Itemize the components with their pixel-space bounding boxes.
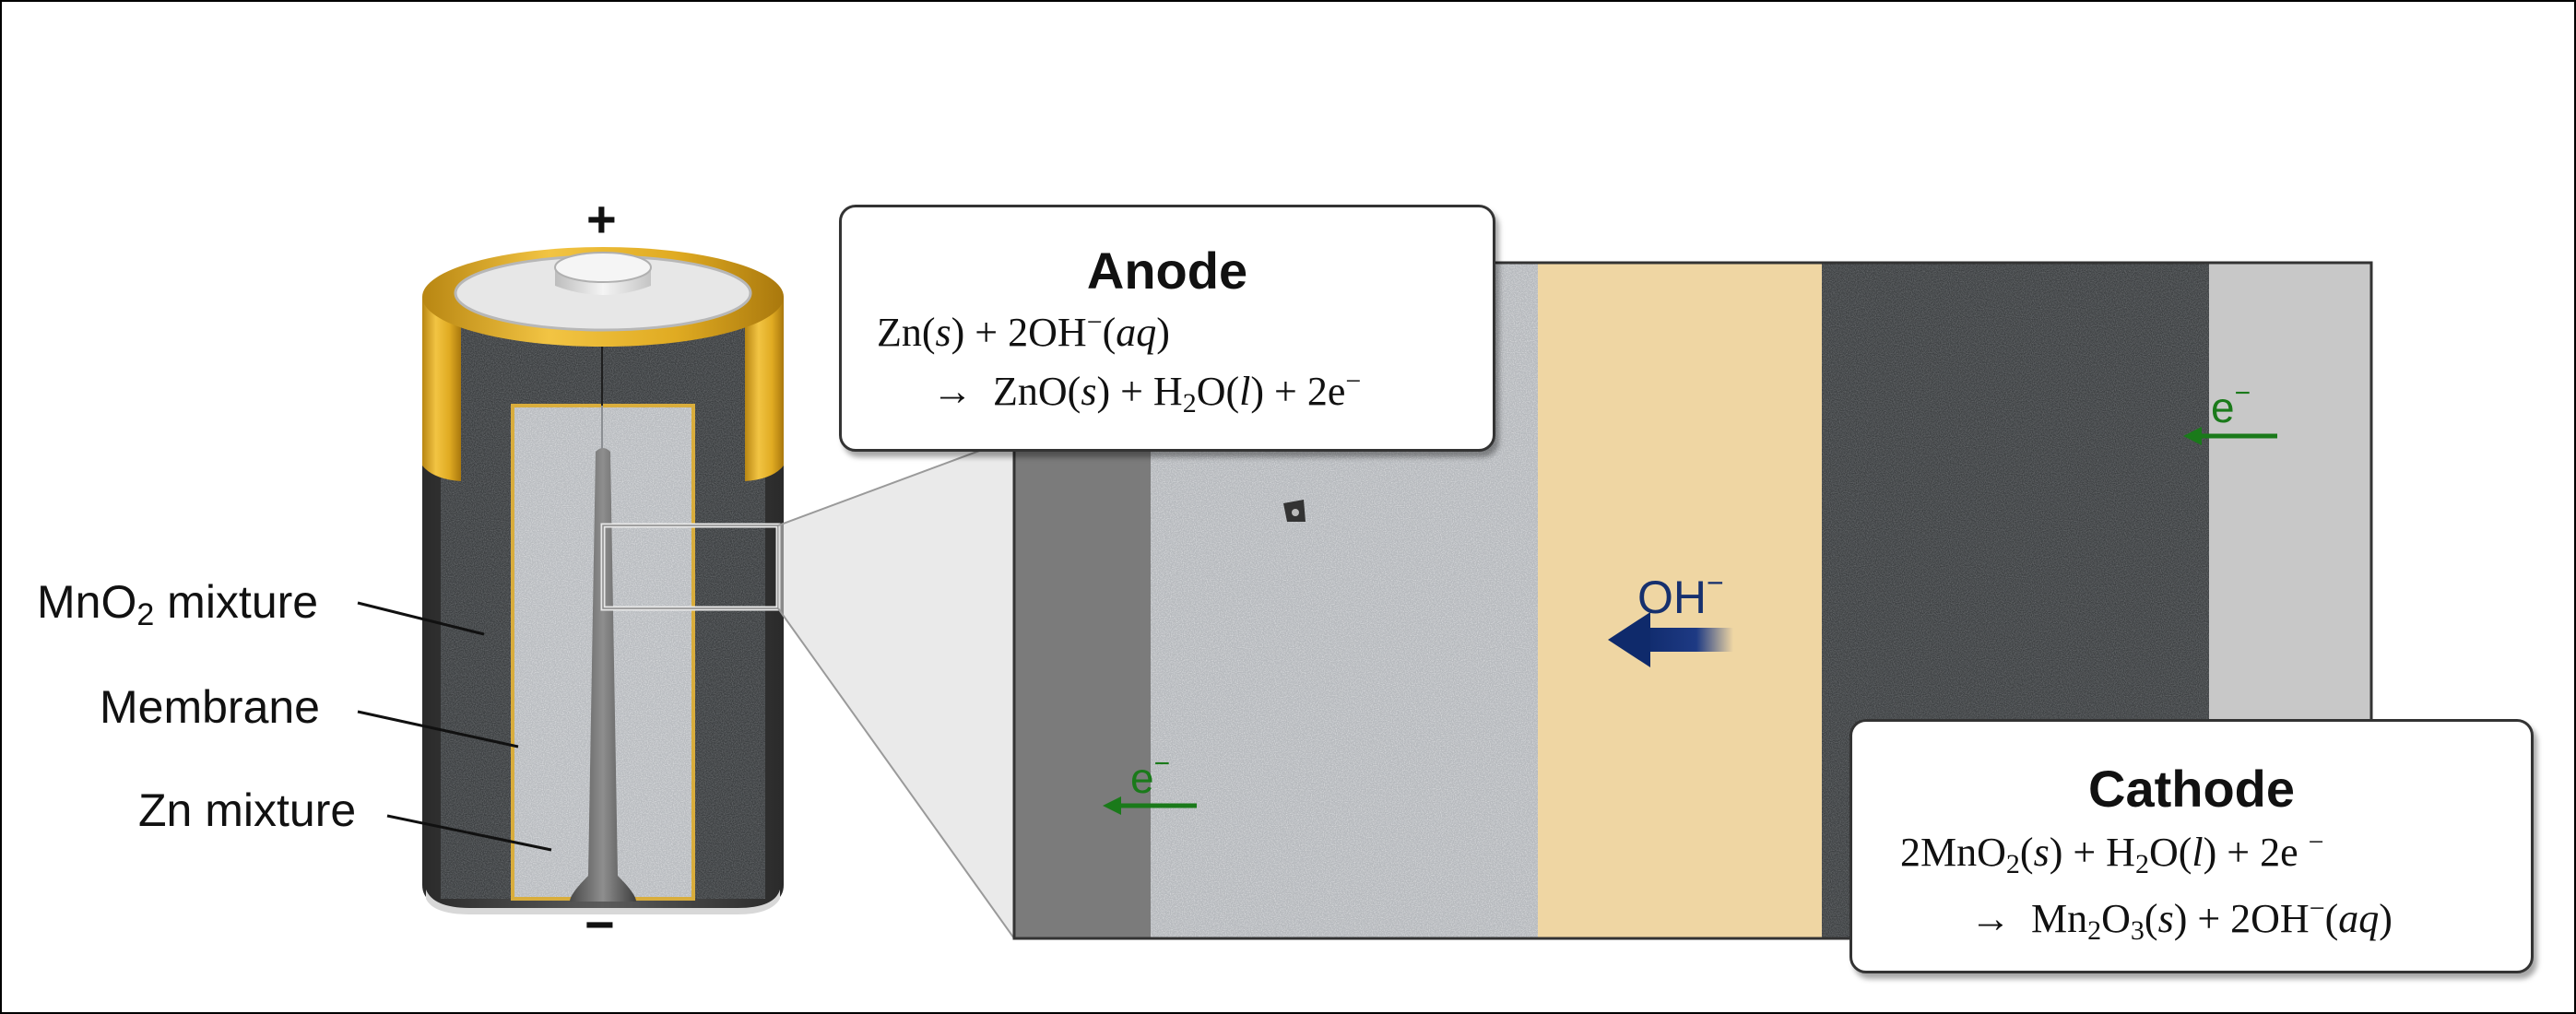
electron-arrow-anode (1103, 796, 1197, 815)
zn-mixture-label: Zn mixture (138, 784, 357, 836)
membrane-leader (357, 710, 519, 749)
hydroxide-label: OH− (1637, 566, 1724, 623)
electron-label-anode: e− (1130, 749, 1171, 802)
anode-equation-line-1: Zn(s) + 2OH−(aq) (877, 307, 1170, 355)
mno2-mixture-label: MnO2 mixture (37, 576, 319, 632)
zinc-rod (570, 448, 636, 902)
anode-equation-line-2: → ZnO(s) + H2O(l) + 2e− (932, 366, 1362, 419)
membrane-layer (1538, 263, 1822, 938)
hydroxide-arrow (1608, 612, 1733, 667)
positive-terminal-label: + (586, 190, 617, 248)
cathode-equation-line-2: → Mn2O3(s) + 2OH−(aq) (1970, 893, 2393, 946)
anode-callout: Anode Zn(s) + 2OH−(aq) → ZnO(s) + H2O(l)… (839, 205, 1495, 452)
cathode-title: Cathode (2088, 760, 2295, 818)
electron-arrow-cathode (2183, 427, 2277, 445)
zoom-cone (778, 438, 1014, 938)
mno2-leader (357, 601, 485, 636)
particle-icon (1283, 500, 1306, 522)
zn-leader (386, 814, 552, 852)
cathode-equation-line-1: 2MnO2(s) + H2O(l) + 2e − (1900, 827, 2324, 879)
cathode-callout: Cathode 2MnO2(s) + H2O(l) + 2e − → Mn2O3… (1849, 719, 2534, 973)
battery-cell (422, 247, 784, 914)
positive-cap (554, 252, 652, 295)
negative-terminal-label: − (585, 895, 615, 953)
electron-label-cathode: e− (2211, 378, 2251, 431)
membrane-label: Membrane (100, 681, 320, 733)
anode-title: Anode (1086, 242, 1248, 300)
